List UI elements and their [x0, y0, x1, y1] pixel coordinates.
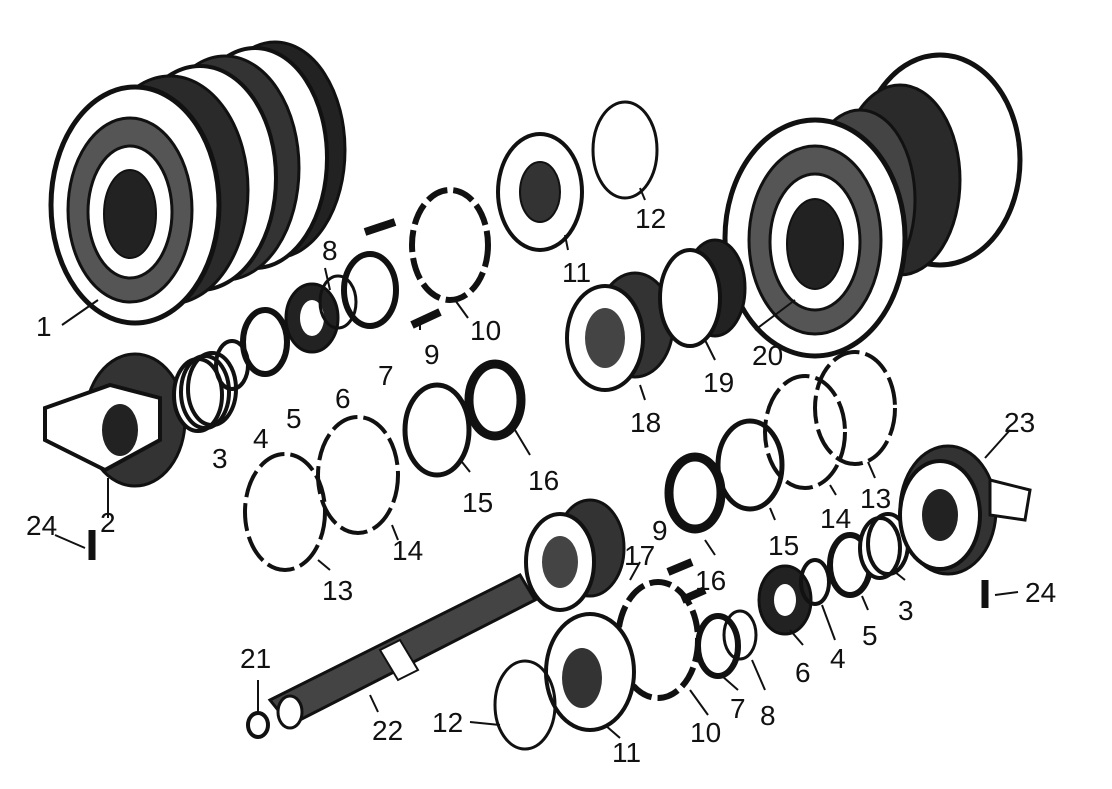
callout-11: 11 — [562, 257, 591, 288]
part-14-gasket-right — [763, 374, 847, 490]
callout-13: 13 — [322, 575, 353, 606]
callout-17: 17 — [624, 540, 655, 571]
callout-10: 10 — [690, 717, 721, 748]
part-17-roller-bearing — [524, 498, 626, 612]
callout-2: 2 — [100, 507, 116, 538]
leader-lines — [54, 187, 1019, 739]
callout-24: 24 — [1025, 577, 1056, 608]
part-4-ring-lower — [799, 558, 831, 606]
callout-4: 4 — [253, 423, 269, 454]
callout-5: 5 — [286, 403, 302, 434]
callout-13: 13 — [860, 483, 891, 514]
callout-1: 1 — [36, 311, 52, 342]
part-16-washer-left — [464, 359, 526, 441]
callout-16: 16 — [695, 565, 726, 596]
part-23-bearing-housing — [898, 444, 1032, 576]
part-8-washer-lower — [722, 609, 758, 661]
callout-23: 23 — [1004, 407, 1035, 438]
callout-19: 19 — [703, 367, 734, 398]
callout-10: 10 — [470, 315, 501, 346]
callout-24: 24 — [26, 510, 57, 541]
callout-8: 8 — [322, 235, 338, 266]
part-11-cover — [496, 132, 584, 252]
part-10-lock-plate — [409, 187, 491, 303]
callout-12: 12 — [635, 203, 666, 234]
part-20-drum-hub — [722, 52, 1023, 359]
part-7-ring — [341, 251, 399, 329]
callout-9: 9 — [652, 515, 668, 546]
part-5-ring — [240, 307, 290, 377]
part-14-gasket-left — [316, 415, 400, 535]
callout-16: 16 — [528, 465, 559, 496]
callout-12: 12 — [432, 707, 463, 738]
part-2-bearing-housing — [43, 352, 187, 488]
part-6-seal — [284, 282, 340, 354]
callout-9: 9 — [424, 339, 440, 370]
callout-11: 11 — [612, 737, 641, 768]
callout-labels: 1 2 3 4 5 6 7 8 9 10 11 12 13 14 15 16 1… — [26, 203, 1056, 768]
callout-15: 15 — [462, 487, 493, 518]
callout-22: 22 — [372, 715, 403, 746]
part-9-bolts — [363, 218, 442, 329]
callout-7: 7 — [378, 360, 394, 391]
callout-5: 5 — [862, 620, 878, 651]
part-12-o-ring — [591, 100, 659, 200]
callout-14: 14 — [392, 535, 423, 566]
callout-4: 4 — [830, 643, 846, 674]
callout-21: 21 — [240, 643, 271, 674]
part-15-shim-left — [402, 382, 472, 478]
part-21-plug — [246, 711, 270, 739]
part-6-seal-lower — [757, 564, 813, 636]
part-16-washer-right — [664, 452, 726, 534]
callout-6: 6 — [795, 657, 811, 688]
part-1-drum-hub — [48, 40, 347, 326]
callout-14: 14 — [820, 503, 851, 534]
part-13-gasket-left — [243, 452, 327, 572]
callout-7: 7 — [730, 693, 746, 724]
callout-15: 15 — [768, 530, 799, 561]
callout-3: 3 — [898, 595, 914, 626]
part-22-shaft — [267, 573, 538, 730]
part-3-spring — [172, 351, 238, 433]
part-15-shim-right — [715, 418, 785, 512]
part-19-bearing-race — [658, 238, 747, 348]
callout-3: 3 — [212, 443, 228, 474]
part-7-ring-lower — [695, 613, 741, 679]
callout-6: 6 — [335, 383, 351, 414]
part-8-washer — [318, 274, 358, 330]
part-13-gasket-right — [813, 350, 897, 466]
part-11-cover-lower — [544, 612, 636, 732]
callout-20: 20 — [752, 340, 783, 371]
part-12-o-ring-lower — [493, 659, 557, 751]
callout-18: 18 — [630, 407, 661, 438]
callout-8: 8 — [760, 700, 776, 731]
part-18-roller-bearing — [565, 271, 675, 392]
